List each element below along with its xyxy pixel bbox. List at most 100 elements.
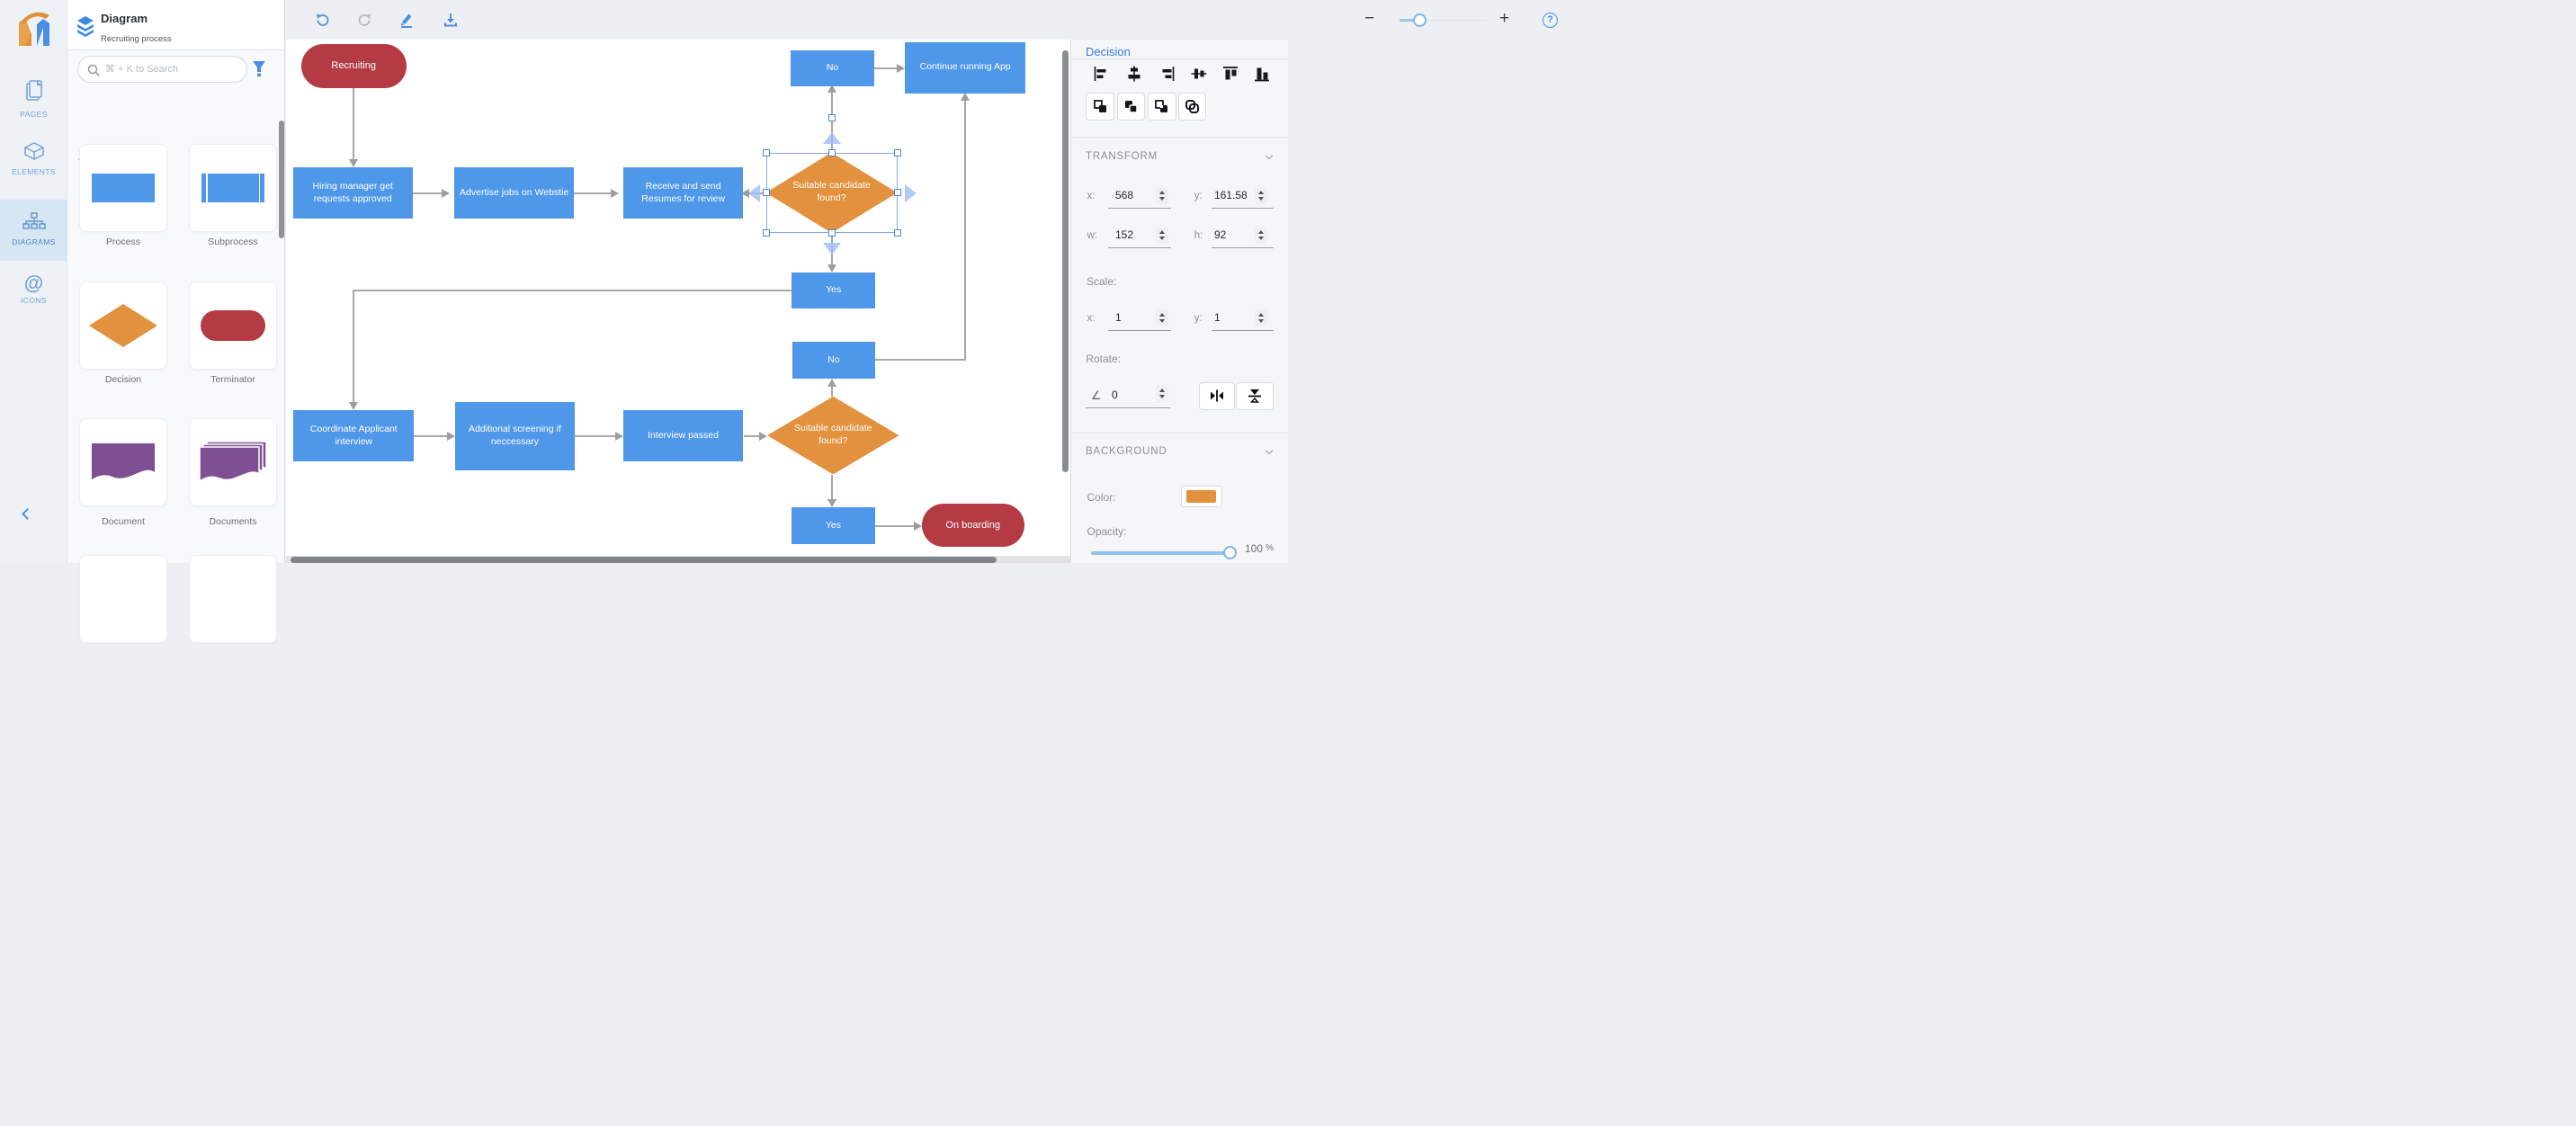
- undo-icon[interactable]: [314, 12, 330, 28]
- connect-right-arrow[interactable]: [905, 183, 917, 202]
- zoom-slider-track[interactable]: [1400, 19, 1488, 22]
- help-icon[interactable]: ?: [1543, 13, 1558, 28]
- w-stepper[interactable]: [1156, 227, 1169, 244]
- x-value[interactable]: 568: [1115, 189, 1134, 201]
- redo-icon[interactable]: [357, 12, 373, 28]
- connect-left-arrow[interactable]: [748, 183, 760, 202]
- search-input[interactable]: [105, 61, 240, 77]
- x-stepper[interactable]: [1156, 187, 1169, 204]
- align-bottom-icon[interactable]: [1254, 66, 1270, 82]
- chevron-down-icon[interactable]: [1265, 151, 1274, 160]
- selection-handle[interactable]: [762, 148, 770, 156]
- node-receive[interactable]: Receive and send Resumes for review: [623, 167, 744, 219]
- node-continue-app[interactable]: Continue running App: [905, 41, 1025, 94]
- canvas-hscrollbar-thumb[interactable]: [291, 556, 997, 563]
- node-additional[interactable]: Additional screening if neccessary: [454, 401, 576, 470]
- node-no-1[interactable]: No: [790, 49, 875, 86]
- node-yes-1[interactable]: Yes: [792, 272, 875, 309]
- flip-vertical-button[interactable]: [1236, 381, 1274, 410]
- selection-handle[interactable]: [893, 148, 901, 156]
- selection-handle[interactable]: [827, 148, 836, 156]
- node-hiring[interactable]: Hiring manager get requests approved: [292, 167, 413, 219]
- connector: [743, 434, 761, 437]
- background-section-header[interactable]: BACKGROUND: [1086, 446, 1167, 457]
- w-value[interactable]: 152: [1115, 228, 1134, 241]
- library-item-next[interactable]: [79, 555, 167, 643]
- boolean-subtract-button[interactable]: [1116, 93, 1146, 121]
- angle-icon: ∠: [1090, 389, 1102, 402]
- flip-horizontal-button[interactable]: [1198, 381, 1236, 410]
- library-item-decision[interactable]: [79, 282, 167, 370]
- selection-handle[interactable]: [893, 189, 901, 197]
- connector: [353, 289, 792, 291]
- background-color-swatch[interactable]: [1180, 486, 1222, 507]
- transform-section-header[interactable]: TRANSFORM: [1086, 151, 1158, 162]
- align-middle-vertical-icon[interactable]: [1191, 66, 1207, 82]
- subprocess-shape: [201, 174, 264, 202]
- connector: [875, 359, 967, 362]
- collapse-panel-button[interactable]: [22, 506, 40, 523]
- download-icon[interactable]: [443, 12, 459, 28]
- library-item-documents[interactable]: [189, 418, 277, 506]
- selection-handle[interactable]: [893, 229, 901, 237]
- h-stepper[interactable]: [1254, 227, 1267, 244]
- rotate-value[interactable]: 0: [1112, 389, 1118, 401]
- boolean-union-button[interactable]: [1177, 93, 1207, 121]
- scale-x-stepper[interactable]: [1156, 309, 1169, 326]
- connect-down-arrow[interactable]: [822, 243, 841, 255]
- zoom-slider-thumb[interactable]: [1413, 13, 1427, 27]
- node-decision-2[interactable]: Suitable candidate found?: [767, 396, 899, 475]
- node-onboarding[interactable]: On boarding: [921, 504, 1024, 547]
- h-value[interactable]: 92: [1214, 228, 1227, 241]
- align-center-horizontal-icon[interactable]: [1126, 66, 1142, 82]
- node-no-2[interactable]: No: [792, 342, 876, 379]
- opacity-slider-track[interactable]: [1090, 551, 1236, 555]
- align-right-icon[interactable]: [1159, 66, 1176, 82]
- selection-handle[interactable]: [762, 229, 770, 237]
- boolean-exclude-button[interactable]: [1086, 93, 1114, 121]
- chevron-down-icon[interactable]: [1265, 446, 1274, 455]
- canvas-vscrollbar-thumb[interactable]: [1062, 50, 1069, 472]
- scale-y-stepper[interactable]: [1254, 309, 1267, 326]
- x-label: x:: [1087, 191, 1096, 201]
- opacity-slider-thumb[interactable]: [1223, 546, 1237, 559]
- sidebar-item-icons[interactable]: @ ICONS: [0, 273, 67, 306]
- sidebar-item-pages[interactable]: PAGES: [0, 79, 67, 119]
- y-stepper[interactable]: [1254, 187, 1267, 204]
- node-coordinate[interactable]: Coordinate Applicant interview: [293, 410, 415, 462]
- zoom-out-button[interactable]: −: [1364, 9, 1375, 28]
- library-item-document[interactable]: [79, 418, 167, 506]
- moqups-logo: [19, 12, 49, 46]
- library-item-next[interactable]: [189, 555, 277, 643]
- connect-up-arrow[interactable]: [822, 132, 841, 144]
- flip-vertical-icon: [1248, 389, 1261, 403]
- connector-handle[interactable]: [827, 114, 836, 121]
- node-interview[interactable]: Interview passed: [622, 410, 744, 462]
- scale-x-value[interactable]: 1: [1115, 311, 1122, 324]
- selection-handle[interactable]: [827, 229, 836, 237]
- connector: [874, 67, 899, 69]
- library-item-subprocess[interactable]: [189, 144, 277, 232]
- y-value[interactable]: 161.58: [1214, 189, 1248, 201]
- align-top-icon[interactable]: [1222, 66, 1239, 82]
- connector: [353, 289, 355, 403]
- library-item-terminator[interactable]: [189, 282, 277, 370]
- edit-pencil-icon[interactable]: [398, 12, 415, 28]
- node-yes-2[interactable]: Yes: [791, 506, 876, 545]
- zoom-in-button[interactable]: +: [1499, 9, 1510, 28]
- filter-icon[interactable]: [251, 59, 267, 77]
- scale-y-value[interactable]: 1: [1214, 311, 1221, 324]
- sidebar-item-diagrams[interactable]: DIAGRAMS: [0, 200, 67, 261]
- rail-label-elements: ELEMENTS: [11, 167, 57, 176]
- library-item-process[interactable]: [79, 144, 167, 232]
- connector: [964, 100, 966, 361]
- selection-handle[interactable]: [762, 189, 770, 197]
- sidebar-item-elements[interactable]: ELEMENTS: [0, 142, 67, 176]
- panel-scrollbar-thumb[interactable]: [279, 121, 284, 238]
- rotate-stepper[interactable]: [1156, 385, 1169, 402]
- node-advertise[interactable]: Advertise jobs on Webstie: [454, 167, 575, 219]
- diagram-canvas[interactable]: Recruiting Hiring manager get requests a…: [286, 40, 1070, 563]
- node-recruiting[interactable]: Recruiting: [300, 43, 407, 88]
- align-left-icon[interactable]: [1093, 66, 1109, 82]
- boolean-intersect-button[interactable]: [1148, 93, 1176, 121]
